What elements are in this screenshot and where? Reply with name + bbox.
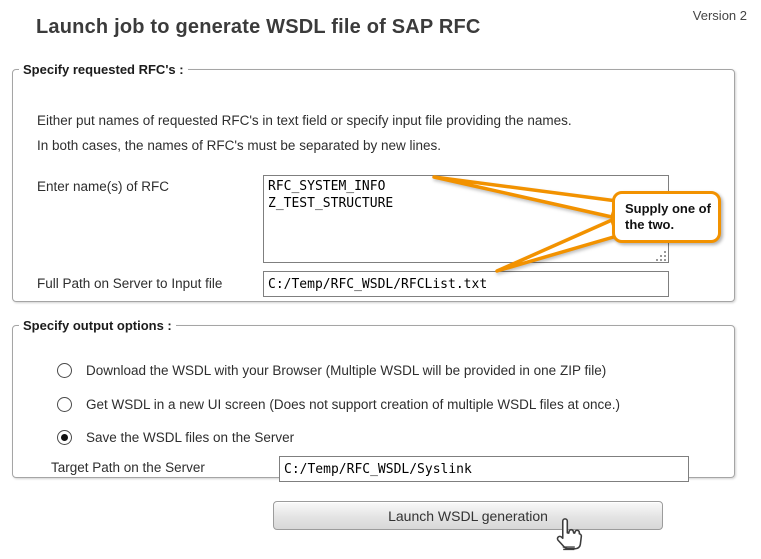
version-label: Version 2	[692, 8, 747, 23]
radio-circle[interactable]	[57, 363, 72, 378]
radio-label[interactable]: Get WSDL in a new UI screen (Does not su…	[86, 397, 620, 412]
radio-label[interactable]: Save the WSDL files on the Server	[86, 430, 295, 445]
radio-circle[interactable]	[57, 397, 72, 412]
radio-option-new-ui[interactable]: Get WSDL in a new UI screen (Does not su…	[57, 397, 620, 412]
requested-rfcs-section: Specify requested RFC's : Either put nam…	[12, 62, 735, 302]
rfc-names-label: Enter name(s) of RFC	[37, 179, 170, 194]
radio-label[interactable]: Download the WSDL with your Browser (Mul…	[86, 363, 607, 378]
target-path-field[interactable]	[279, 456, 689, 482]
radio-option-save-server[interactable]: Save the WSDL files on the Server	[57, 430, 294, 445]
radio-circle[interactable]	[57, 430, 72, 445]
textarea-resize-grip[interactable]	[656, 251, 666, 261]
rfc-names-textarea[interactable]: RFC_SYSTEM_INFO Z_TEST_STRUCTURE	[263, 175, 669, 263]
output-options-legend: Specify output options :	[23, 318, 172, 333]
page-title: Launch job to generate WSDL file of SAP …	[36, 16, 481, 38]
input-file-label: Full Path on Server to Input file	[37, 276, 223, 291]
target-path-label: Target Path on the Server	[51, 460, 205, 475]
requested-rfcs-legend: Specify requested RFC's :	[23, 62, 184, 77]
instruction-line-1: Either put names of requested RFC's in t…	[37, 113, 572, 128]
supply-callout: Supply one of the two.	[612, 191, 721, 243]
input-file-path-field[interactable]	[263, 271, 669, 297]
launch-wsdl-button[interactable]: Launch WSDL generation	[273, 501, 663, 530]
radio-option-download[interactable]: Download the WSDL with your Browser (Mul…	[57, 363, 606, 378]
supply-callout-text: Supply one of the two.	[625, 201, 711, 232]
instruction-line-2: In both cases, the names of RFC's must b…	[37, 138, 442, 153]
output-options-section: Specify output options : Download the WS…	[12, 318, 735, 482]
